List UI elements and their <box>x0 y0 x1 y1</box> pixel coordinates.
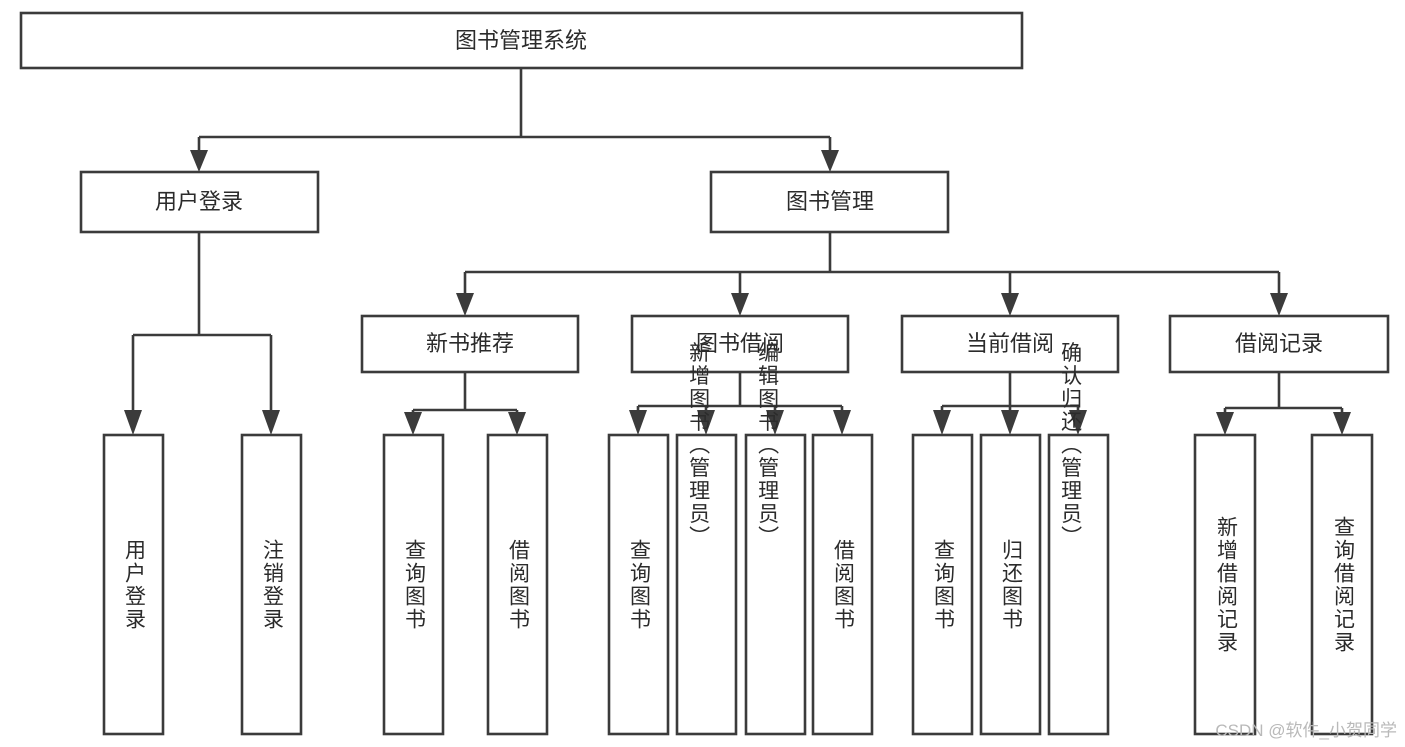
leaf-query-book-current[interactable]: 查询图书 <box>911 433 974 736</box>
leaf-add-borrow-record[interactable]: 新增借阅记录 <box>1193 433 1257 736</box>
leaf-add-borrow-record-box[interactable] <box>1193 433 1257 736</box>
node-borrow-records-label: 借阅记录 <box>1235 331 1323 356</box>
node-user-login[interactable]: 用户登录 <box>79 170 320 234</box>
node-book-borrow[interactable]: 图书借阅 <box>630 314 850 374</box>
node-root-label: 图书管理系统 <box>455 28 587 53</box>
arrowhead-book-borrow <box>731 293 749 316</box>
leaf-confirm-return[interactable]: 确认归还（管理员） <box>1047 342 1110 736</box>
node-book-management[interactable]: 图书管理 <box>709 170 950 234</box>
arrowhead-leaf-user-login <box>124 410 142 435</box>
leaf-query-book-current-label: 查询图书 <box>931 539 955 631</box>
leaf-edit-book[interactable]: 编辑图书（管理员） <box>744 342 807 736</box>
leaf-user-login[interactable]: 用户登录 <box>102 433 165 736</box>
leaf-query-book-new[interactable]: 查询图书 <box>382 433 445 736</box>
node-new-book-recommend-label: 新书推荐 <box>426 331 514 356</box>
node-book-borrow-label: 图书借阅 <box>696 331 784 356</box>
arrowhead-borrow-records <box>1270 293 1288 316</box>
leaf-logout-box[interactable] <box>240 433 303 736</box>
leaf-confirm-return-box[interactable] <box>1047 433 1110 736</box>
leaf-logout[interactable]: 注销登录 <box>240 433 303 736</box>
arrowhead-leaf-add-record <box>1216 412 1234 435</box>
arrowhead-book-mgmt <box>821 150 839 172</box>
connector-layer <box>124 68 1351 435</box>
leaf-add-book-label: 新增图书（管理员） <box>687 342 711 549</box>
leaf-query-book-new-label: 查询图书 <box>402 539 426 631</box>
node-book-borrow-box[interactable] <box>630 314 850 374</box>
arrowhead-leaf-query-book-c <box>933 410 951 435</box>
arrowhead-leaf-borrow-book-b <box>833 410 851 435</box>
leaf-borrow-book-borrow-label: 借阅图书 <box>831 539 855 631</box>
node-user-login-label: 用户登录 <box>155 189 243 214</box>
leaf-borrow-book-new[interactable]: 借阅图书 <box>486 433 549 736</box>
arrowhead-user-login <box>190 150 208 172</box>
leaf-borrow-book-borrow-box[interactable] <box>811 433 874 736</box>
leaf-add-book-box[interactable] <box>675 433 738 736</box>
leaf-query-borrow-record-box[interactable] <box>1310 433 1374 736</box>
arrowhead-leaf-borrow-book-a <box>508 412 526 435</box>
node-new-book-recommend-box[interactable] <box>360 314 580 374</box>
leaf-add-borrow-record-label: 新增借阅记录 <box>1214 516 1238 654</box>
arrowhead-leaf-add-book <box>697 410 715 435</box>
csdn-watermark: CSDN @软件_小贺同学 <box>1215 721 1397 740</box>
leaf-query-borrow-record[interactable]: 查询借阅记录 <box>1310 433 1374 736</box>
leaf-query-book-current-box[interactable] <box>911 433 974 736</box>
node-root[interactable]: 图书管理系统 <box>19 11 1024 70</box>
arrowhead-leaf-logout <box>262 410 280 435</box>
leaf-borrow-book-borrow[interactable]: 借阅图书 <box>811 433 874 736</box>
arrowhead-leaf-query-book-b <box>629 410 647 435</box>
leaf-confirm-return-label: 确认归还（管理员） <box>1059 342 1083 549</box>
node-borrow-records[interactable]: 借阅记录 <box>1168 314 1390 374</box>
leaf-query-book-borrow-label: 查询图书 <box>627 539 651 631</box>
leaf-edit-book-box[interactable] <box>744 433 807 736</box>
arrowhead-leaf-return-book <box>1001 410 1019 435</box>
node-book-management-label: 图书管理 <box>786 189 874 214</box>
arrowhead-leaf-edit-book <box>766 410 784 435</box>
node-user-login-box[interactable] <box>79 170 320 234</box>
leaf-borrow-book-new-box[interactable] <box>486 433 549 736</box>
leaf-logout-label: 注销登录 <box>260 539 284 631</box>
leaf-user-login-label: 用户登录 <box>122 539 146 631</box>
leaf-user-login-box[interactable] <box>102 433 165 736</box>
arrowhead-leaf-confirm-return <box>1069 410 1087 435</box>
arrowhead-current-borrow <box>1001 293 1019 316</box>
arrowhead-leaf-query-record <box>1333 412 1351 435</box>
arrowhead-new-books <box>456 293 474 316</box>
leaf-edit-book-label: 编辑图书（管理员） <box>756 342 780 549</box>
node-current-borrow-box[interactable] <box>900 314 1120 374</box>
leaf-query-book-borrow-box[interactable] <box>607 433 670 736</box>
node-borrow-records-box[interactable] <box>1168 314 1390 374</box>
leaf-add-book[interactable]: 新增图书（管理员） <box>675 342 738 736</box>
leaf-query-borrow-record-label: 查询借阅记录 <box>1331 516 1355 654</box>
node-new-book-recommend[interactable]: 新书推荐 <box>360 314 580 374</box>
leaf-return-book-box[interactable] <box>979 433 1042 736</box>
node-book-management-box[interactable] <box>709 170 950 234</box>
leaf-return-book-label: 归还图书 <box>999 539 1023 631</box>
node-current-borrow-label: 当前借阅 <box>966 331 1054 356</box>
node-current-borrow[interactable]: 当前借阅 <box>900 314 1120 374</box>
leaf-query-book-borrow[interactable]: 查询图书 <box>607 433 670 736</box>
arrowhead-leaf-query-book-a <box>404 412 422 435</box>
leaf-return-book[interactable]: 归还图书 <box>979 433 1042 736</box>
node-root-box[interactable] <box>19 11 1024 70</box>
leaf-borrow-book-new-label: 借阅图书 <box>506 539 530 631</box>
leaf-query-book-new-box[interactable] <box>382 433 445 736</box>
